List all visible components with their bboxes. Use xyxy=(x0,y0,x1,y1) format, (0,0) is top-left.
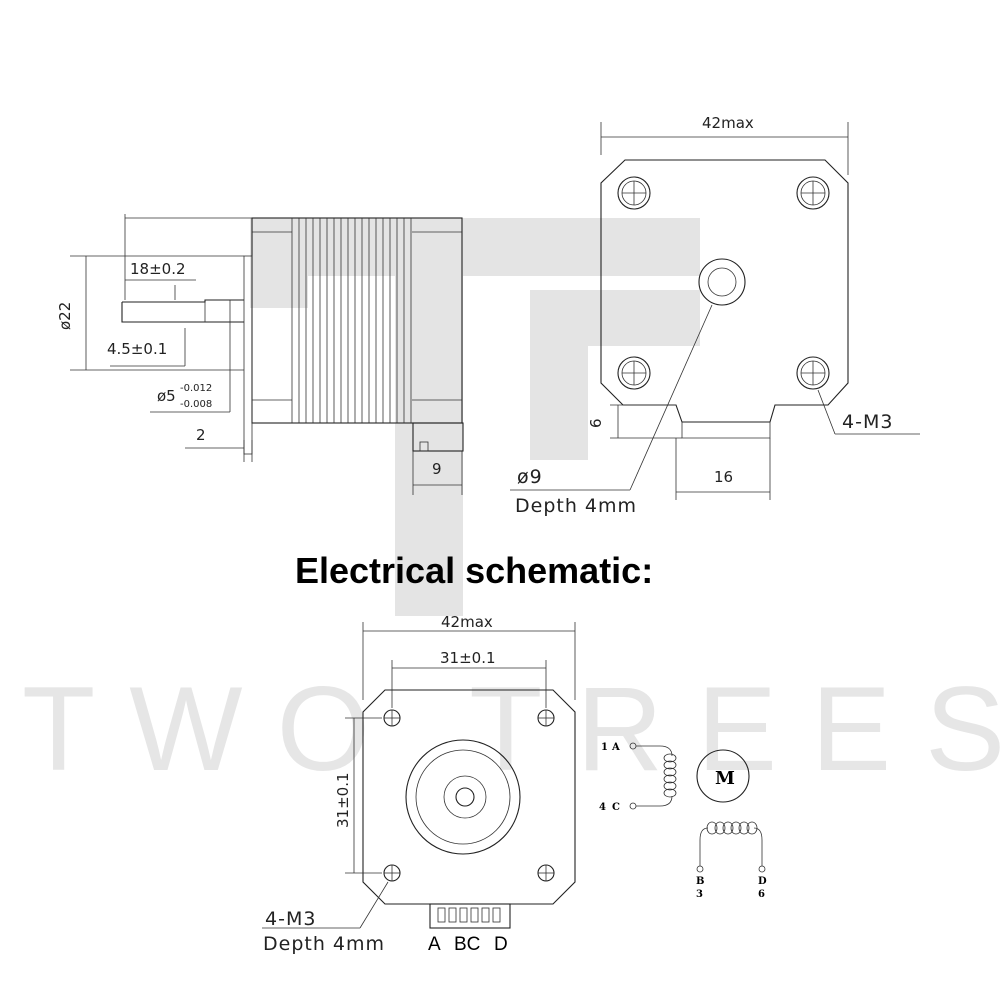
bore-diameter-label: ø9 xyxy=(517,466,543,488)
hole-spacing-v-dim: 31±0.1 xyxy=(334,772,352,828)
coil-bd xyxy=(706,821,758,835)
end-width-dim: 42max xyxy=(702,114,754,132)
pin-label-d: D xyxy=(494,934,508,955)
shaft xyxy=(121,299,244,323)
front-boss-outer xyxy=(405,739,521,855)
mount-hole-bl xyxy=(617,356,651,390)
hole-spacing-h-dim: 31±0.1 xyxy=(440,649,496,667)
watermark-text: TWO TREES xyxy=(22,662,1000,796)
front-shaft xyxy=(455,787,475,807)
center-bore xyxy=(698,258,746,306)
front-width-dim: 42max xyxy=(441,613,493,631)
front-plate xyxy=(362,689,576,905)
motor-symbol xyxy=(696,749,750,803)
shaft-tolerance-lower: -0.008 xyxy=(180,399,212,410)
end-screw-label: 4-M3 xyxy=(842,411,893,433)
bracket-tab xyxy=(681,422,771,439)
flat-depth-dim: 4.5±0.1 xyxy=(107,340,167,358)
front-hole-tl xyxy=(383,709,401,727)
front-hole-tr xyxy=(537,709,555,727)
bore-depth-label: Depth 4mm xyxy=(515,495,637,517)
terminal-3-number: 3 xyxy=(696,889,703,900)
shaft-length-dim: 18±0.2 xyxy=(130,260,186,278)
flange-thickness-dim: 2 xyxy=(196,426,206,444)
bracket-height-dim: 6 xyxy=(587,418,605,428)
front-screw-depth: Depth 4mm xyxy=(263,933,385,955)
flange xyxy=(243,255,253,455)
connector-width-dim: 9 xyxy=(432,460,442,478)
terminal-3-letter: B xyxy=(696,876,704,887)
mount-hole-br xyxy=(796,356,830,390)
pin-label-bc: BC xyxy=(454,934,480,955)
wiring-schematic: M 1 A 4 C B 3 D 6 xyxy=(599,742,767,900)
terminal-6-letter: D xyxy=(758,876,767,887)
watermark-logo xyxy=(250,218,700,616)
coil-ac xyxy=(663,753,677,798)
side-view: 18±0.2 ø22 4.5±0.1 ø5 -0.012 -0.008 2 9 xyxy=(56,214,464,495)
front-screw-label: 4-M3 xyxy=(265,908,316,930)
terminal-6-number: 6 xyxy=(758,889,765,900)
terminal-4-letter: C xyxy=(612,802,620,813)
mount-hole-tl xyxy=(617,176,651,210)
front-view: 42max 31±0.1 31±0.1 4-M3 Depth 4mm A BC … xyxy=(262,613,576,955)
bracket-width-dim: 16 xyxy=(714,468,733,486)
connector-housing xyxy=(412,422,464,452)
pin-label-a: A xyxy=(428,934,441,955)
shaft-diameter-dim: ø22 xyxy=(56,302,74,330)
front-connector xyxy=(429,903,511,929)
front-hole-br xyxy=(537,864,555,882)
shaft-tolerance-dim: ø5 xyxy=(157,387,176,405)
terminal-1-letter: A xyxy=(611,742,620,753)
mount-hole-tr xyxy=(796,176,830,210)
end-view: 42max 6 16 4-M3 ø9 Depth 4mm xyxy=(510,114,920,517)
shaft-tolerance-upper: -0.012 xyxy=(180,383,212,394)
terminal-1-number: 1 xyxy=(601,742,608,753)
terminal-4-number: 4 xyxy=(599,802,606,813)
connector-pins xyxy=(437,907,501,923)
cooling-fins xyxy=(252,218,462,423)
schematic-heading: Electrical schematic: xyxy=(295,550,653,591)
motor-symbol-label: M xyxy=(715,768,735,789)
front-hole-bl xyxy=(383,864,401,882)
